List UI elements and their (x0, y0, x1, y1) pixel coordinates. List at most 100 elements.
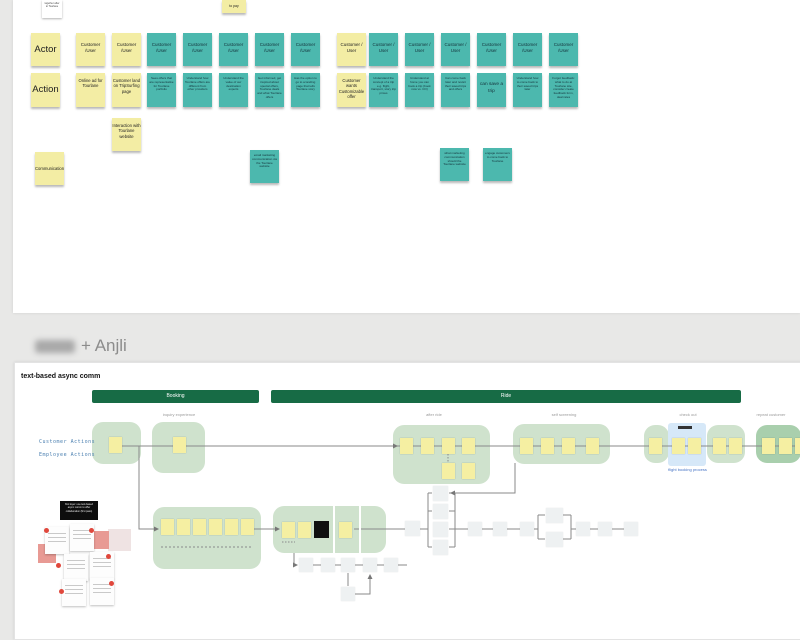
step-note[interactable] (173, 437, 186, 453)
sticky-note[interactable]: Customer /User (291, 33, 320, 66)
flow-node[interactable] (384, 558, 398, 572)
flow-node[interactable] (433, 504, 448, 519)
step-note[interactable] (729, 438, 742, 454)
mini-note[interactable] (62, 579, 86, 606)
sticky-note[interactable]: Customer / User (337, 33, 366, 66)
step-note[interactable] (462, 438, 475, 454)
sticky-note[interactable]: Understand the concept of a trip e.g. fl… (369, 73, 398, 107)
vote-dot[interactable] (106, 554, 111, 559)
flow-node[interactable] (546, 508, 563, 523)
step-note[interactable] (193, 519, 206, 535)
step-note[interactable] (586, 438, 599, 454)
stage-group-lower[interactable] (153, 507, 261, 569)
step-note[interactable] (649, 438, 662, 454)
sticky-note[interactable]: Interaction with Tourlane website (112, 118, 141, 151)
sticky-note[interactable]: Customer / User (369, 33, 398, 66)
step-note[interactable] (779, 438, 792, 454)
sticky-note[interactable]: Sees offers that are representative for … (147, 73, 176, 107)
sticky-note[interactable]: Customer /User (112, 33, 141, 66)
sticky-note[interactable]: Understand how Tourlane offers are diffe… (183, 73, 212, 107)
vote-dot[interactable] (59, 589, 64, 594)
sticky-note[interactable]: Get informed, get inspired about special… (255, 73, 284, 107)
sticky-note[interactable]: Customer /User (219, 33, 248, 66)
flow-node[interactable] (624, 522, 638, 536)
step-note[interactable] (688, 438, 701, 454)
flow-node[interactable] (433, 486, 448, 501)
sticky-note[interactable]: what marketing communication should the … (440, 148, 469, 181)
step-note[interactable] (795, 438, 800, 454)
sticky-note[interactable]: Customer wants Customizable offer (337, 73, 366, 107)
flow-node[interactable] (341, 558, 355, 572)
flow-node[interactable] (433, 540, 448, 555)
sticky-note[interactable]: Customer /User (549, 33, 578, 66)
flow-node[interactable] (468, 522, 482, 536)
mini-note[interactable] (45, 527, 69, 554)
mini-note[interactable] (64, 554, 88, 581)
sticky-note[interactable]: Forgot feedback: what to do at Tourlane … (549, 73, 578, 107)
flow-node[interactable] (341, 587, 355, 601)
sticky-note[interactable]: Understand the value of our destination … (219, 73, 248, 107)
vote-dot[interactable] (109, 581, 114, 586)
flow-node[interactable] (546, 532, 563, 547)
sticky-note[interactable]: Customer /User (76, 33, 105, 66)
step-note[interactable] (339, 522, 352, 538)
step-note[interactable] (421, 438, 434, 454)
vote-dot[interactable] (44, 528, 49, 533)
flow-node[interactable] (598, 522, 612, 536)
step-note[interactable] (672, 438, 685, 454)
phase-bar[interactable]: Booking (92, 390, 259, 403)
flow-node[interactable] (405, 521, 420, 536)
step-note[interactable] (520, 438, 533, 454)
vote-dot[interactable] (56, 563, 61, 568)
sticky-note[interactable]: Online ad for Tourlane (76, 73, 105, 107)
vote-dot[interactable] (89, 528, 94, 533)
step-note[interactable] (225, 519, 238, 535)
step-note[interactable] (541, 438, 554, 454)
cluster-square-pink[interactable] (89, 531, 109, 549)
step-note[interactable] (713, 438, 726, 454)
step-note[interactable] (442, 463, 455, 479)
step-note[interactable] (562, 438, 575, 454)
sticky-note[interactable]: Understand at home you can book a trip (… (405, 73, 434, 107)
step-note[interactable] (161, 519, 174, 535)
sticky-note[interactable]: Has the option to go to a landing page t… (291, 73, 320, 107)
step-note[interactable] (241, 519, 254, 535)
memo-note[interactable]: first layer: use text-based async comm t… (60, 501, 98, 520)
step-note[interactable] (462, 463, 475, 479)
sticky-note[interactable]: Understand how to come back to their sav… (513, 73, 542, 107)
row-label-communication[interactable]: Communication (35, 152, 64, 185)
step-note[interactable] (282, 522, 295, 538)
flow-caption[interactable]: flight booking process (668, 467, 707, 472)
sticky-note[interactable]: Customer / User (441, 33, 470, 66)
flow-node[interactable] (433, 522, 448, 537)
sticky-note[interactable]: Customer /User (477, 33, 506, 66)
sticky-note[interactable]: engage customers to come back to Tourlan… (483, 148, 512, 181)
row-label-action[interactable]: Action (31, 73, 60, 107)
flow-node[interactable] (520, 522, 534, 536)
flow-node[interactable] (363, 558, 377, 572)
step-note[interactable] (109, 437, 122, 453)
step-note[interactable] (209, 519, 222, 535)
phase-bar[interactable]: Ride (271, 390, 741, 403)
step-note[interactable] (400, 438, 413, 454)
flow-node[interactable] (321, 558, 335, 572)
flow-node[interactable] (299, 558, 313, 572)
sticky-note[interactable]: Customer land on TripSurfing page (112, 73, 141, 107)
flowchart-board[interactable]: text-based async comm Booking Ride Custo… (14, 362, 800, 640)
sticky-note[interactable]: together after to Tourlane (42, 0, 62, 18)
sticky-note[interactable]: email marketing communication via the To… (250, 150, 279, 183)
sticky-note[interactable]: can save a trip (477, 73, 506, 107)
step-note[interactable] (762, 438, 775, 454)
step-note[interactable] (177, 519, 190, 535)
sticky-note[interactable]: Customer / User (405, 33, 434, 66)
sticky-note[interactable]: Customer /User (183, 33, 212, 66)
journey-map-board[interactable]: together after to Tourlane to pay Actor … (13, 0, 800, 313)
flow-node[interactable] (576, 522, 590, 536)
sticky-note[interactable]: Can come back later and revisit their sa… (441, 73, 470, 107)
cluster-square[interactable] (108, 529, 131, 551)
row-label-actor[interactable]: Actor (31, 33, 60, 66)
sticky-note[interactable]: Customer /User (255, 33, 284, 66)
flow-node[interactable] (493, 522, 507, 536)
sticky-note[interactable]: Customer /User (513, 33, 542, 66)
step-note[interactable] (442, 438, 455, 454)
